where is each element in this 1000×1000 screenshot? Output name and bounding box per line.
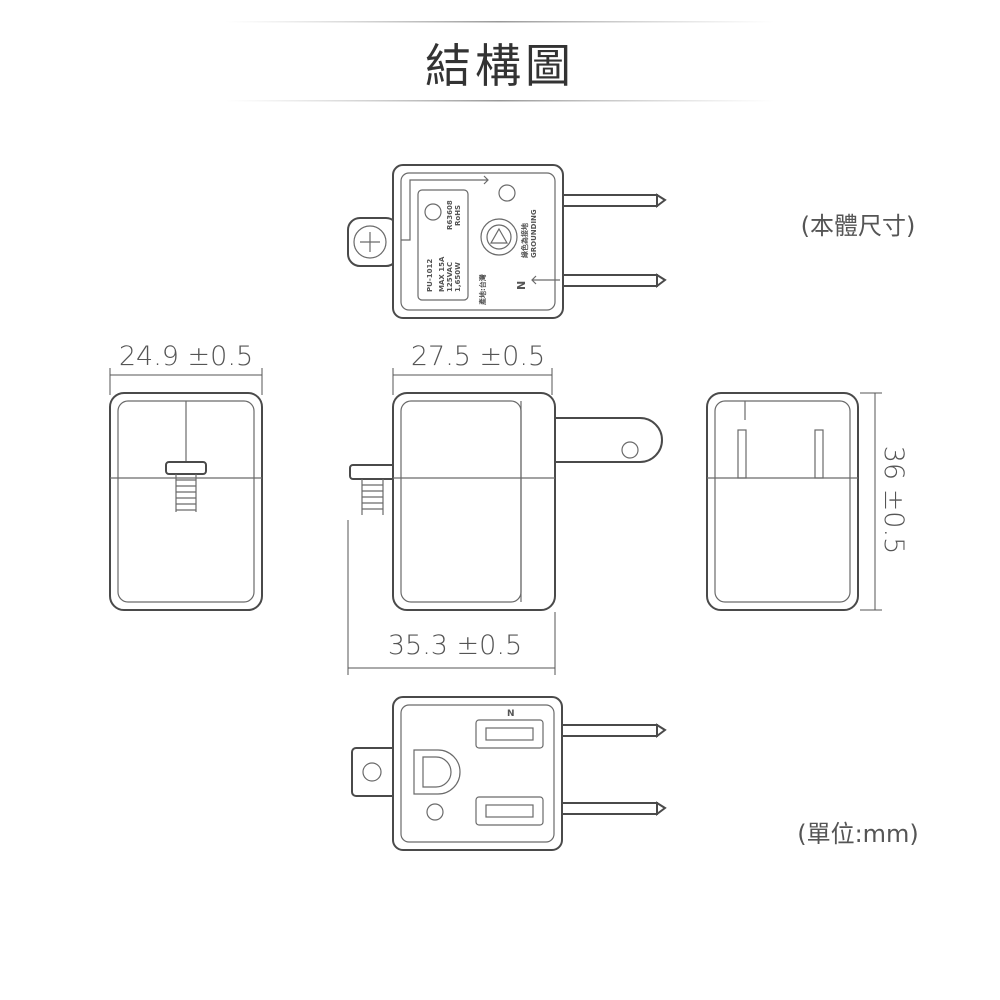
dimension-overall-length: 35.3 ±0.5 bbox=[347, 520, 556, 675]
slot-neutral-mark: N bbox=[507, 709, 515, 719]
top-view: PU-1012 MAX 15A 125VAC 1,650W R63608 RoH… bbox=[347, 164, 667, 319]
label-grounding-cn: 綠色為接地 bbox=[520, 223, 529, 258]
title-top-rule bbox=[225, 21, 775, 23]
side-view-left bbox=[109, 392, 263, 611]
dimension-height-label: 36 ±0.5 bbox=[878, 446, 909, 555]
label-power: 1,650W bbox=[454, 262, 462, 292]
mounting-tab bbox=[351, 747, 398, 797]
prong-bottom bbox=[561, 802, 658, 815]
dimension-overall-length-label: 35.3 ±0.5 bbox=[388, 630, 522, 661]
unit-note: (單位:mm) bbox=[797, 820, 919, 848]
dimension-depth-front-label: 27.5 ±0.5 bbox=[411, 341, 545, 372]
label-model: PU-1012 bbox=[426, 259, 434, 292]
prong-top bbox=[561, 194, 658, 207]
prong-side bbox=[549, 417, 663, 463]
label-voltage: 125VAC bbox=[446, 262, 454, 292]
label-origin: 產地:台灣 bbox=[478, 274, 487, 306]
dimension-height: 36 ±0.5 bbox=[860, 392, 909, 611]
body-size-note: (本體尺寸) bbox=[801, 212, 916, 240]
title-bottom-rule bbox=[225, 100, 775, 102]
label-cert: R63608 bbox=[446, 200, 454, 230]
bottom-view: N bbox=[351, 696, 667, 851]
prong-bottom bbox=[561, 274, 658, 287]
label-neutral: N bbox=[515, 281, 528, 290]
dimension-depth-front: 27.5 ±0.5 bbox=[392, 341, 553, 395]
page-title: 結構圖 bbox=[425, 39, 575, 93]
dimension-width-side-label: 24.9 ±0.5 bbox=[119, 341, 253, 372]
prong-top bbox=[561, 724, 658, 737]
live-slot bbox=[475, 796, 544, 826]
label-grounding-en: GROUNDING bbox=[530, 209, 538, 258]
neutral-slot bbox=[475, 719, 544, 749]
front-view bbox=[349, 392, 663, 611]
screw-head bbox=[349, 464, 396, 480]
label-rohs: RoHS bbox=[454, 205, 462, 226]
label-current: MAX 15A bbox=[438, 256, 446, 292]
side-view-right bbox=[706, 392, 859, 611]
dimension-width-side: 24.9 ±0.5 bbox=[109, 341, 263, 395]
ground-symbol-icon bbox=[426, 803, 444, 821]
ground-slot bbox=[413, 749, 461, 795]
